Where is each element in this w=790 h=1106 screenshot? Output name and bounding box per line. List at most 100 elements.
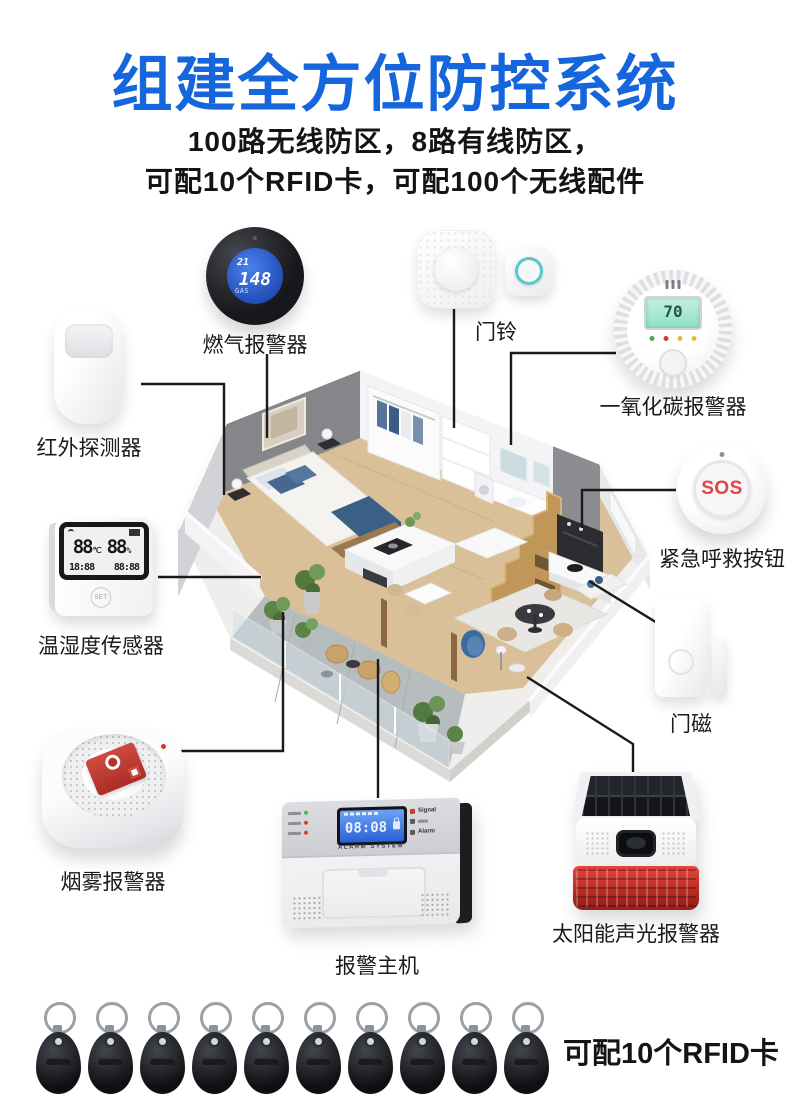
door-magnet-button bbox=[668, 649, 694, 675]
solar-panel-cells bbox=[582, 776, 690, 816]
temp-humidity-label: 温湿度传感器 bbox=[38, 635, 164, 658]
doorbell-label: 门铃 bbox=[475, 321, 517, 344]
gas-alarm-image: 21 148 GAS bbox=[206, 227, 304, 325]
door-magnet-image bbox=[655, 597, 727, 701]
subtitle-line-1: 100路无线防区，8路有线防区， bbox=[187, 126, 603, 157]
wifi-icon bbox=[68, 529, 74, 535]
gas-alarm-label: 燃气报警器 bbox=[202, 334, 308, 357]
doorbell-receiver-button bbox=[434, 247, 478, 291]
alarm-host-body: 08:08 ALARM SYSTEM Signal Alarm bbox=[282, 797, 460, 929]
speaker-grille-left bbox=[292, 895, 322, 921]
device-temp-humidity: 88 ℃ 88 % 18:88 88:88 SET 温湿度传感器 bbox=[38, 518, 164, 660]
page-title: 组建全方位防控系统 bbox=[111, 50, 679, 118]
alarm-host-screen: 08:08 bbox=[337, 806, 407, 846]
co-alarm-test-button bbox=[659, 349, 687, 377]
siren-speaker-right bbox=[661, 831, 687, 855]
sos-image: SOS bbox=[677, 444, 767, 534]
subtitle-line-2: 可配10个RFID卡，可配100个无线配件 bbox=[144, 166, 646, 197]
siren-speaker-left bbox=[585, 831, 611, 855]
pir-label: 红外探测器 bbox=[36, 437, 142, 460]
co-alarm-label: 一氧化碳报警器 bbox=[599, 396, 747, 419]
strobe-light-base bbox=[573, 866, 699, 910]
gas-screen-temp: 21 bbox=[237, 257, 250, 268]
humidity-unit: % bbox=[126, 546, 132, 555]
temp-humidity-image: 88 ℃ 88 % 18:88 88:88 SET bbox=[49, 518, 153, 616]
rfid-fob bbox=[348, 1002, 393, 1094]
device-smoke-alarm: 烟雾报警器 bbox=[42, 728, 184, 896]
gas-screen-unit: GAS bbox=[235, 287, 250, 295]
set-button: SET bbox=[91, 587, 112, 608]
host-screen-time: 08:08 bbox=[344, 819, 388, 837]
device-door-magnet: 门磁 bbox=[652, 597, 730, 738]
sos-button-text: SOS bbox=[701, 478, 743, 499]
siren-lens bbox=[616, 830, 656, 857]
balcony bbox=[231, 564, 465, 770]
rfid-fob bbox=[244, 1002, 289, 1094]
alarm-host-lcd: 08:08 bbox=[340, 809, 404, 843]
rfid-fob bbox=[296, 1002, 341, 1094]
pir-lens-window bbox=[65, 324, 113, 358]
sos-label: 紧急呼救按钮 bbox=[659, 548, 785, 571]
rfid-caption: 可配10个RFID卡 bbox=[563, 1038, 779, 1070]
brand-logo-icon bbox=[102, 752, 123, 772]
temp-humidity-clock-row: 18:88 88:88 bbox=[69, 562, 140, 573]
device-pir: 红外探测器 bbox=[37, 306, 142, 462]
doorbell-button-unit bbox=[505, 246, 553, 296]
door-magnet-bar bbox=[712, 637, 727, 697]
device-doorbell: 门铃 bbox=[412, 230, 558, 346]
rfid-fob bbox=[452, 1002, 497, 1094]
device-sos: SOS 紧急呼救按钮 bbox=[659, 444, 785, 573]
gas-alarm-led bbox=[253, 236, 257, 240]
lcd-status-icons bbox=[344, 811, 378, 816]
gas-alarm-screen: 21 148 GAS bbox=[227, 248, 283, 304]
strobe-reflector-ribs bbox=[576, 869, 696, 907]
device-co-alarm: 70 一氧化碳报警器 bbox=[600, 270, 747, 421]
time-value: 88:88 bbox=[113, 562, 140, 573]
solar-alarm-image bbox=[566, 772, 706, 912]
alarm-host-label: 报警主机 bbox=[335, 955, 419, 978]
smoke-alarm-label: 烟雾报警器 bbox=[60, 871, 166, 894]
rfid-fob-row bbox=[36, 1002, 549, 1094]
speaker-grille-right bbox=[420, 891, 450, 917]
rfid-fob bbox=[192, 1002, 237, 1094]
pir-image bbox=[54, 306, 124, 424]
temp-humidity-lcd: 88 ℃ 88 % 18:88 88:88 bbox=[64, 527, 144, 575]
temp-humidity-screen: 88 ℃ 88 % 18:88 88:88 bbox=[59, 522, 149, 580]
rfid-fob bbox=[88, 1002, 133, 1094]
co-screen-value: 70 bbox=[663, 302, 683, 321]
date-value: 18:88 bbox=[69, 562, 95, 573]
bedroom bbox=[227, 428, 407, 558]
host-battery-cover bbox=[322, 866, 426, 920]
doorbell-receiver bbox=[417, 230, 495, 308]
smoke-alarm-image bbox=[42, 728, 184, 848]
co-alarm-screen: 70 bbox=[644, 296, 702, 330]
door-magnet-label: 门磁 bbox=[670, 713, 712, 736]
floorplan-illustration bbox=[175, 365, 652, 782]
co-alarm-vents bbox=[665, 280, 681, 289]
solar-alarm-label: 太阳能声光报警器 bbox=[552, 923, 720, 946]
device-solar-alarm: 太阳能声光报警器 bbox=[552, 772, 720, 948]
host-status-leds bbox=[288, 810, 308, 836]
kitchen bbox=[343, 512, 529, 616]
host-right-indicators: Signal Alarm bbox=[409, 807, 436, 835]
co-alarm-status-leds bbox=[649, 336, 697, 341]
doorbell-image bbox=[417, 230, 553, 312]
solar-alarm-body bbox=[576, 818, 696, 868]
rfid-fob bbox=[504, 1002, 549, 1094]
device-alarm-host: 08:08 ALARM SYSTEM Signal Alarm bbox=[282, 797, 472, 980]
humidity-value: 88 bbox=[106, 536, 128, 558]
sos-led bbox=[719, 452, 725, 457]
temp-unit: ℃ bbox=[92, 546, 102, 555]
rfid-fob bbox=[400, 1002, 445, 1094]
host-alarm-text: Alarm bbox=[417, 828, 435, 835]
door-magnet-sensor bbox=[655, 597, 707, 697]
doorbell-ring-button bbox=[515, 257, 543, 285]
temp-value: 88 bbox=[72, 536, 94, 558]
host-signal-text: Signal bbox=[417, 807, 436, 814]
sos-button-face: SOS bbox=[693, 460, 751, 518]
gas-screen-value: 148 bbox=[238, 269, 272, 290]
smoke-alarm-led bbox=[161, 744, 166, 749]
rfid-fob bbox=[140, 1002, 185, 1094]
temp-humidity-readout: 88 ℃ 88 % bbox=[64, 536, 144, 558]
co-alarm-image: 70 bbox=[614, 270, 732, 388]
